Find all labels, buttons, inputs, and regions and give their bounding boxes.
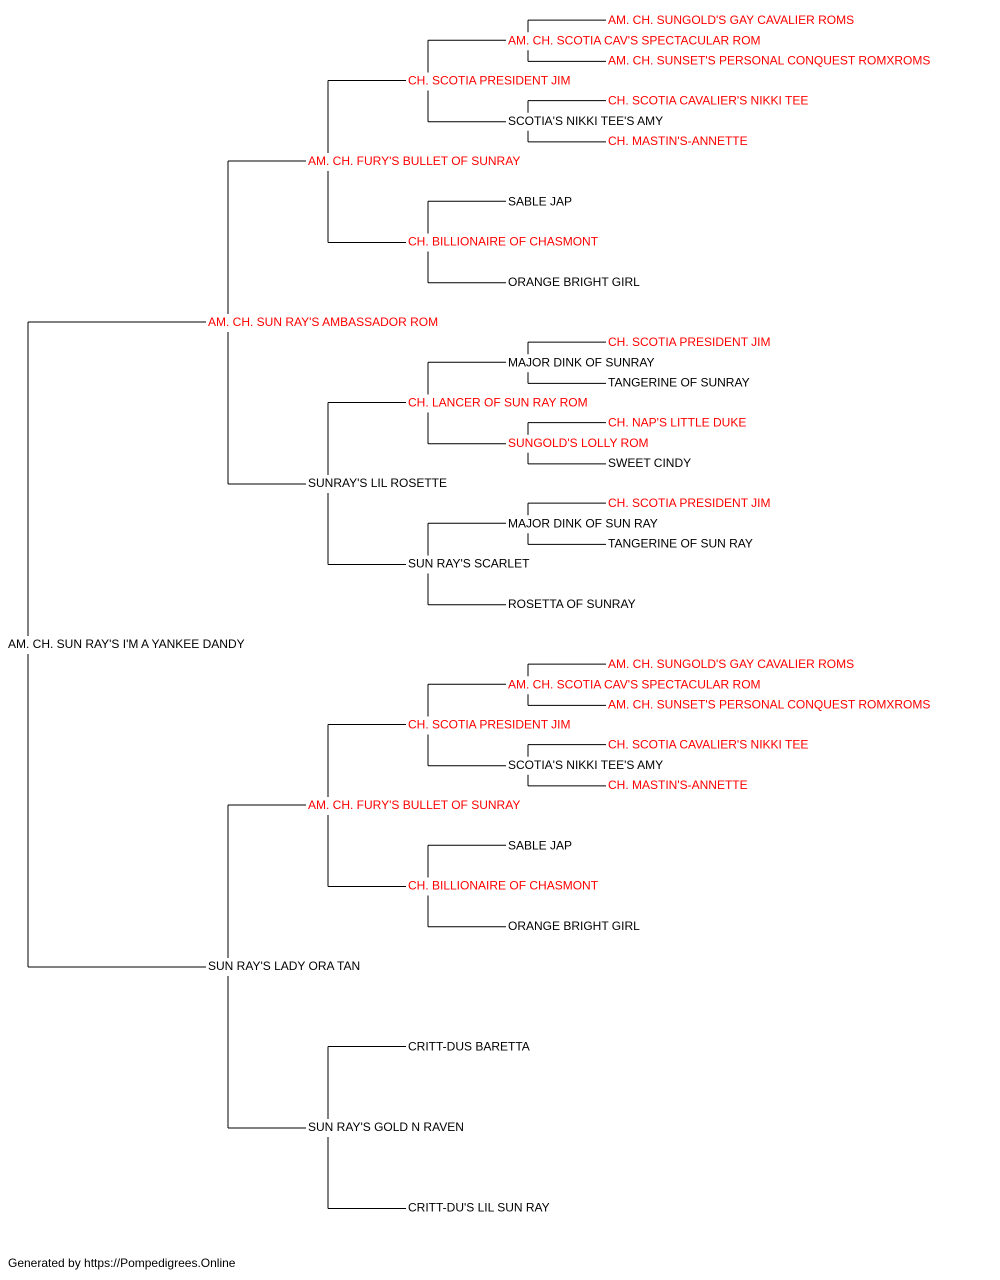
dog-name: AM. CH. SCOTIA CAV'S SPECTACULAR ROM <box>508 677 761 691</box>
dog-name: CH. SCOTIA PRESIDENT JIM <box>608 335 770 349</box>
dog-name: SABLE JAP <box>508 194 572 208</box>
dog-name: CH. BILLIONAIRE OF CHASMONT <box>408 879 599 893</box>
dog-name: CH. BILLIONAIRE OF CHASMONT <box>408 235 599 249</box>
dog-name: CRITT-DUS BARETTA <box>408 1040 530 1054</box>
dog-name: SUN RAY'S GOLD N RAVEN <box>308 1120 464 1134</box>
dog-name: CH. SCOTIA PRESIDENT JIM <box>608 496 770 510</box>
dog-name: MAJOR DINK OF SUNRAY <box>508 355 654 369</box>
dog-name: AM. CH. SUNSET'S PERSONAL CONQUEST ROMXR… <box>608 53 930 67</box>
dog-name: SUNGOLD'S LOLLY ROM <box>508 436 649 450</box>
dog-name: ORANGE BRIGHT GIRL <box>508 919 640 933</box>
dog-name: SWEET CINDY <box>608 456 691 470</box>
dog-name: SABLE JAP <box>508 838 572 852</box>
dog-name: TANGERINE OF SUNRAY <box>608 375 750 389</box>
footer-generated-by: Generated by https://Pompedigrees.Online <box>8 1256 236 1270</box>
dog-name: AM. CH. SUNGOLD'S GAY CAVALIER ROMS <box>608 657 854 671</box>
dog-name: AM. CH. SUN RAY'S AMBASSADOR ROM <box>208 315 438 329</box>
dog-name: CH. NAP'S LITTLE DUKE <box>608 416 746 430</box>
dog-name: CRITT-DU'S LIL SUN RAY <box>408 1201 550 1215</box>
dog-name: AM. CH. SUN RAY'S I'M A YANKEE DANDY <box>8 637 245 651</box>
dog-name: SCOTIA'S NIKKI TEE'S AMY <box>508 758 663 772</box>
dog-name: AM. CH. SUNSET'S PERSONAL CONQUEST ROMXR… <box>608 697 930 711</box>
dog-name: CH. SCOTIA PRESIDENT JIM <box>408 718 570 732</box>
dog-name: AM. CH. FURY'S BULLET OF SUNRAY <box>308 798 520 812</box>
dog-name: SUN RAY'S LADY ORA TAN <box>208 959 360 973</box>
dog-name: CH. SCOTIA CAVALIER'S NIKKI TEE <box>608 738 808 752</box>
dog-name: SUN RAY'S SCARLET <box>408 557 530 571</box>
dog-name: CH. LANCER OF SUN RAY ROM <box>408 396 588 410</box>
dog-name: CH. MASTIN'S-ANNETTE <box>608 134 748 148</box>
dog-name: SUNRAY'S LIL ROSETTE <box>308 476 447 490</box>
dog-name: AM. CH. SCOTIA CAV'S SPECTACULAR ROM <box>508 33 761 47</box>
dog-name: ROSETTA OF SUNRAY <box>508 597 636 611</box>
dog-name: MAJOR DINK OF SUN RAY <box>508 516 658 530</box>
dog-name: CH. MASTIN'S-ANNETTE <box>608 778 748 792</box>
dog-name: AM. CH. SUNGOLD'S GAY CAVALIER ROMS <box>608 13 854 27</box>
dog-name: CH. SCOTIA PRESIDENT JIM <box>408 74 570 88</box>
dog-name: AM. CH. FURY'S BULLET OF SUNRAY <box>308 154 520 168</box>
dog-name: CH. SCOTIA CAVALIER'S NIKKI TEE <box>608 94 808 108</box>
dog-name: ORANGE BRIGHT GIRL <box>508 275 640 289</box>
dog-name: SCOTIA'S NIKKI TEE'S AMY <box>508 114 663 128</box>
dog-name: TANGERINE OF SUN RAY <box>608 536 753 550</box>
